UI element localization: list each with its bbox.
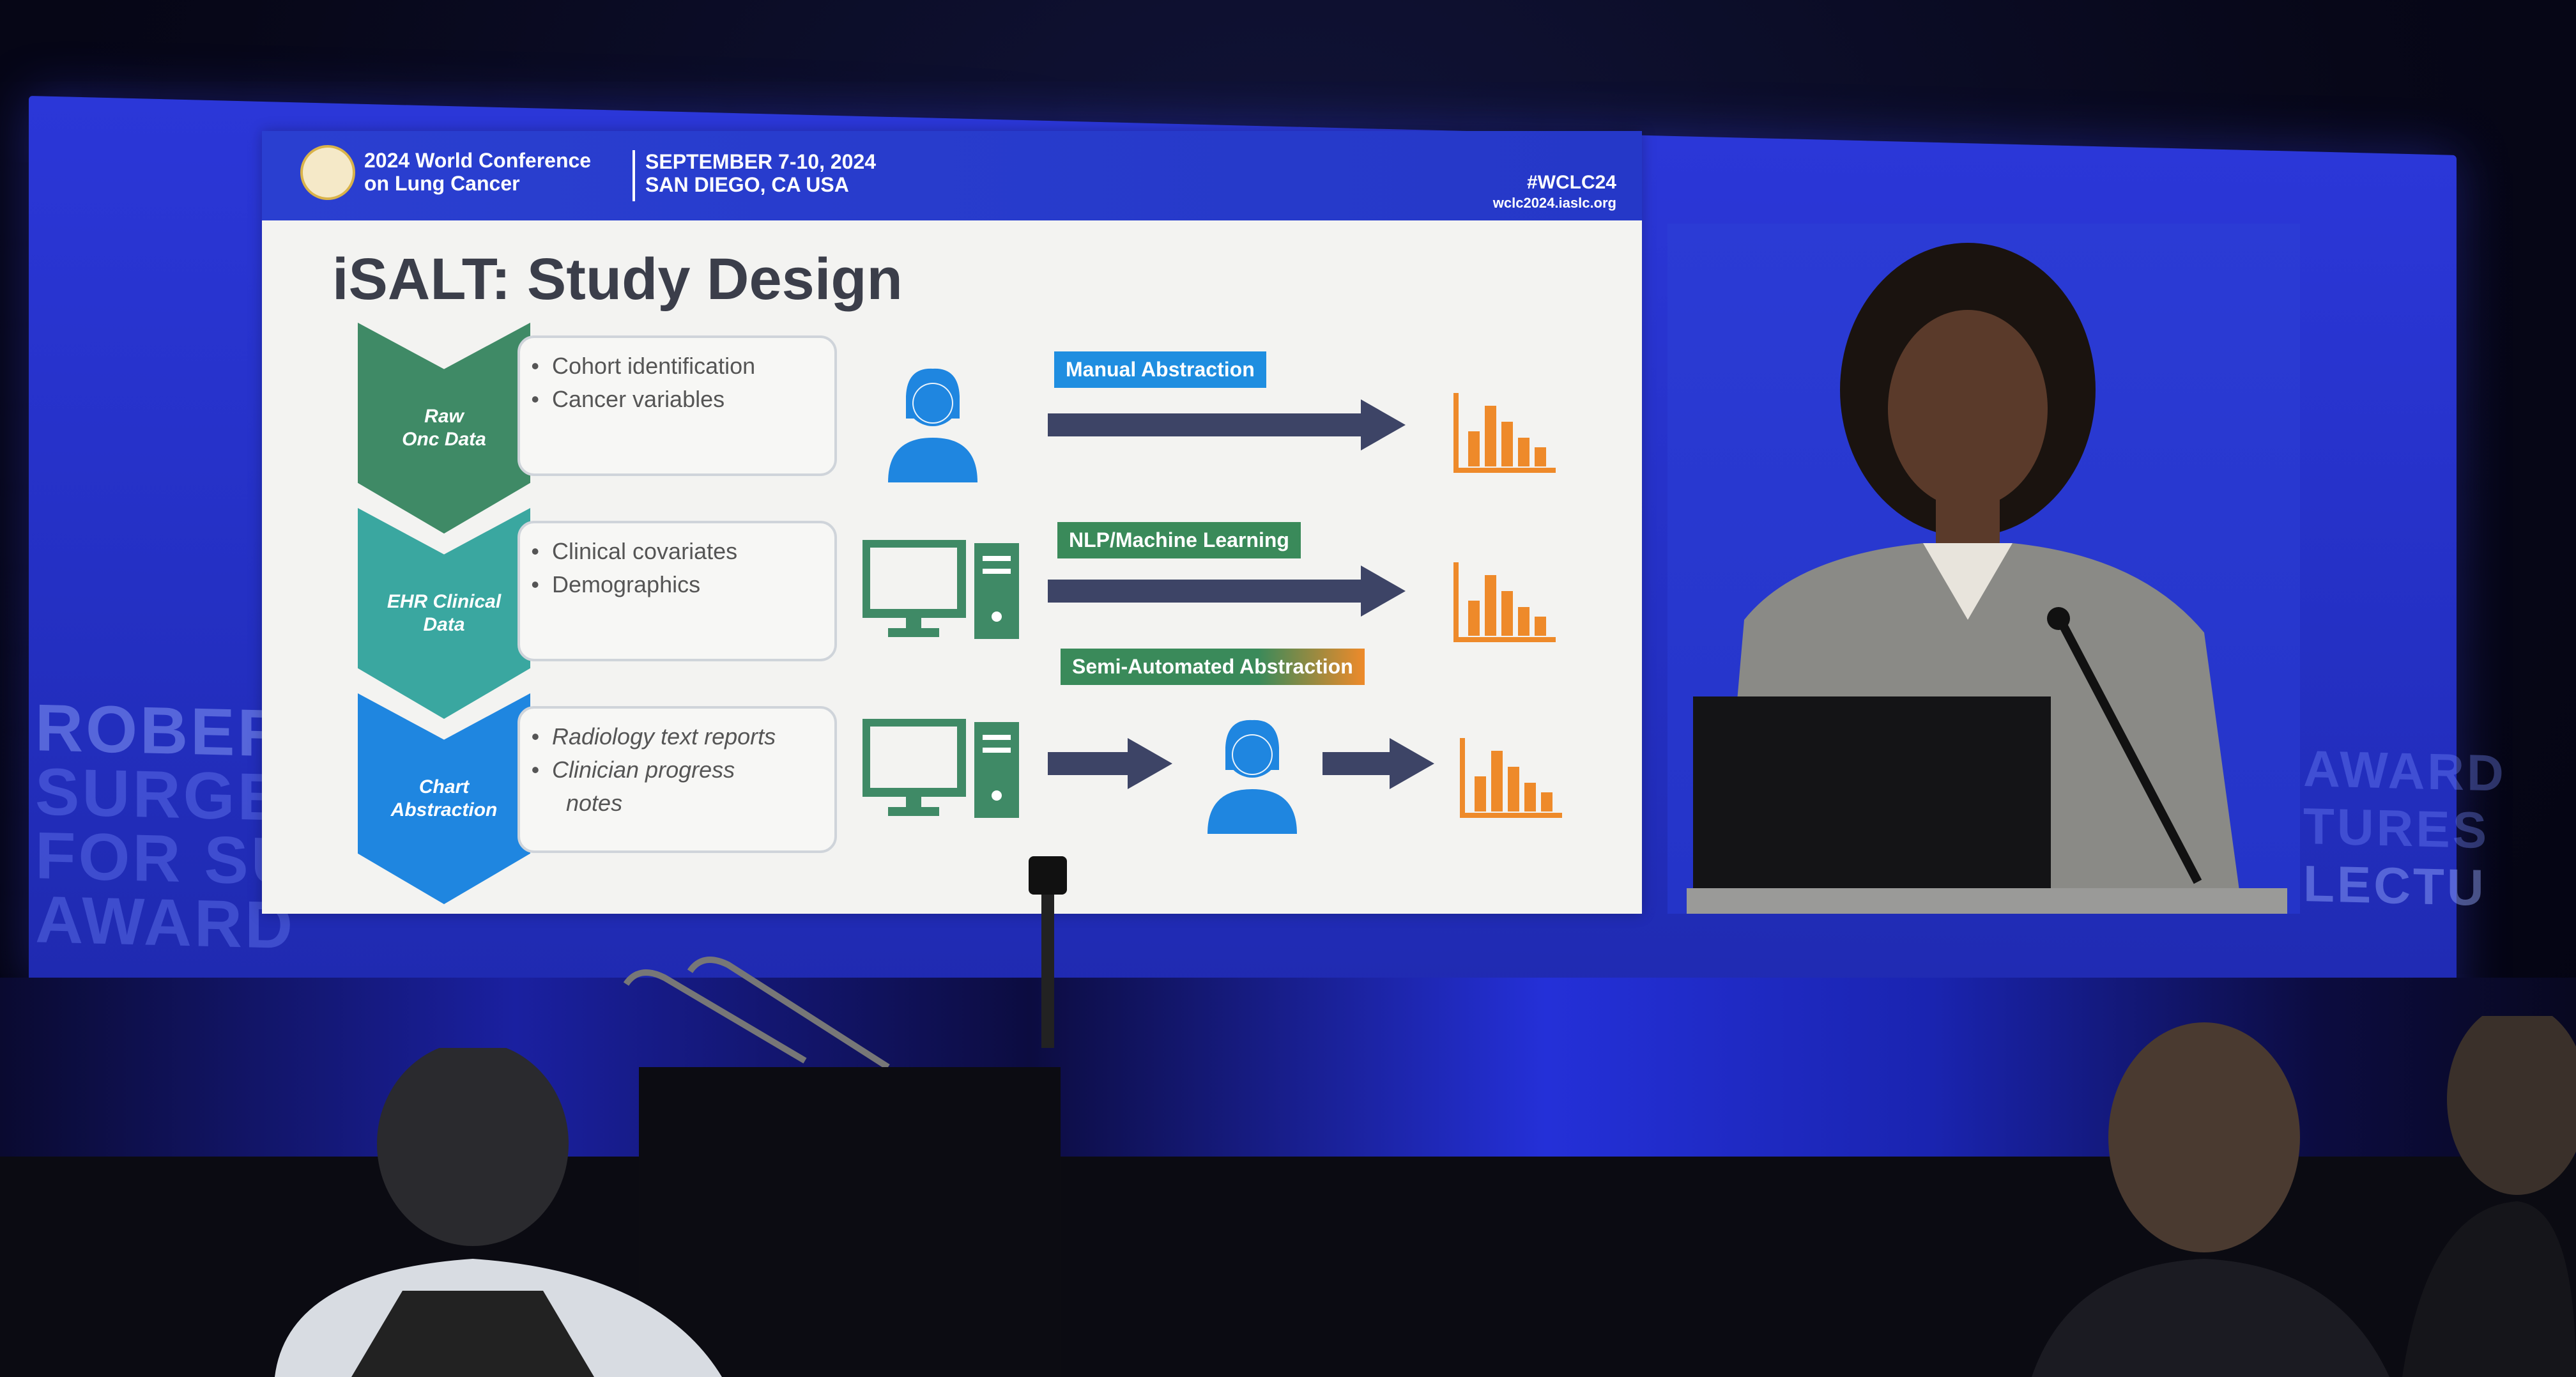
background-word: TURES [2303, 797, 2490, 859]
speaker-figure [1687, 243, 2287, 914]
arrow-icon [1048, 399, 1406, 450]
bullet-item: Clinical covariates [552, 535, 822, 568]
bullet-box-row1: Cohort identification Cancer variables [518, 335, 837, 476]
conference-dates-text: SEPTEMBER 7-10, 2024 [645, 150, 877, 173]
person-icon [1208, 719, 1297, 834]
chevron-label-line1: EHR Clinical [387, 591, 502, 612]
bullet-box-row3: Radiology text reports Clinician progres… [518, 706, 837, 853]
method-label-nlp: NLP/Machine Learning [1057, 522, 1301, 558]
chevron-label-line1: Raw [424, 406, 464, 427]
conference-name: 2024 World Conference on Lung Cancer [364, 149, 607, 195]
background-word: AWARD [2303, 740, 2506, 802]
audience-member-right [2032, 1016, 2576, 1377]
conference-hashtag: #WCLC24 [1526, 172, 1616, 193]
background-word: LECTU [2303, 855, 2487, 917]
computer-icon [862, 540, 1019, 639]
arrow-icon [1322, 738, 1438, 789]
bullet-item: Radiology text reports [552, 720, 822, 753]
header-divider [632, 150, 635, 201]
slide-header-bar: 2024 World Conference on Lung Cancer SEP… [262, 131, 1642, 220]
chevron-label-line1: Chart [418, 776, 470, 797]
bullet-item-continuation: notes [566, 790, 623, 816]
iaslc-logo-icon [300, 145, 355, 200]
bullet-item: Clinician progress [552, 753, 822, 787]
conference-location: SAN DIEGO, CA USA [645, 173, 849, 196]
conference-name-line2: on Lung Cancer [364, 172, 520, 195]
person-icon [888, 368, 977, 482]
bar-chart-icon [1453, 562, 1556, 642]
conference-website: wclc2024.iaslc.org [1492, 195, 1616, 211]
speaker-video-feed [1667, 224, 2300, 914]
chevron-label-line2: Abstraction [390, 799, 498, 820]
bullet-box-row2: Clinical covariates Demographics [518, 521, 837, 661]
bar-chart-icon [1453, 393, 1556, 473]
arrow-icon [1048, 738, 1176, 789]
bullet-item: Cohort identification [552, 350, 822, 383]
chevron-label-line2: Data [423, 614, 465, 635]
bullet-item: Demographics [552, 568, 822, 601]
chevron-label-line2: Onc Data [402, 429, 486, 450]
computer-icon [862, 719, 1019, 818]
background-word: AWARD [35, 882, 296, 964]
arrow-icon [1048, 565, 1406, 617]
method-label-manual: Manual Abstraction [1054, 351, 1266, 388]
bullet-item: Cancer variables [552, 383, 822, 416]
method-label-semi-automated: Semi-Automated Abstraction [1061, 649, 1365, 685]
bar-chart-icon [1460, 738, 1562, 818]
stage-stairs-and-camera [623, 856, 1067, 1377]
conference-name-line1: 2024 World Conference [364, 149, 592, 172]
conference-dates: SEPTEMBER 7-10, 2024 SAN DIEGO, CA USA [645, 150, 901, 196]
slide-title: iSALT: Study Design [332, 247, 903, 312]
audience-member-left [275, 1048, 722, 1377]
presentation-slide: 2024 World Conference on Lung Cancer SEP… [262, 131, 1642, 914]
